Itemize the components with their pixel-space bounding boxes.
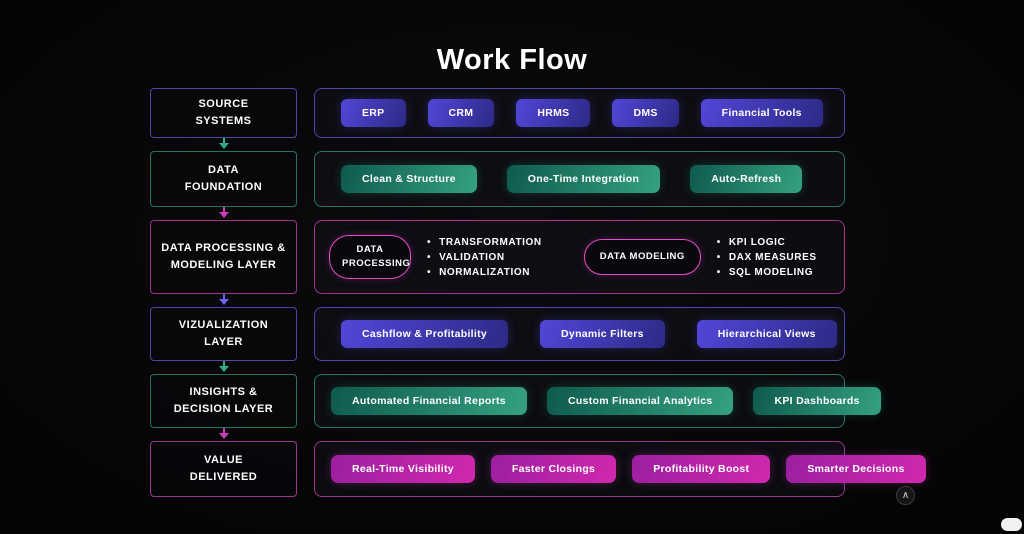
pill-hrms: HRMS — [516, 99, 591, 127]
stage-label-line: LAYER — [204, 336, 243, 348]
arrow-down-icon — [219, 293, 229, 306]
data-processing-bullets: TRANSFORMATION VALIDATION NORMALIZATION — [427, 237, 542, 278]
pill-one-time-integration: One-Time Integration — [506, 165, 661, 193]
stage-data-foundation: DATA FOUNDATION — [150, 151, 297, 207]
stage-label-line: VALUE — [204, 453, 243, 466]
group-data-modeling: DATA MODELING KPI LOGIC DAX MEASURES SQL… — [583, 237, 817, 278]
pill-real-time-visibility: Real-Time Visibility — [331, 455, 475, 483]
pill-automated-financial-reports: Automated Financial Reports — [331, 387, 527, 415]
row-insights-decision: INSIGHTS & DECISION LAYER Automated Fina… — [150, 374, 881, 428]
stage-source-systems: SOURCE SYSTEMS — [150, 88, 297, 138]
pill-erp: ERP — [341, 99, 406, 127]
arrow-down-icon — [219, 427, 229, 440]
pill-cashflow-profitability: Cashflow & Profitability — [341, 320, 509, 348]
data-modeling-bullets: KPI LOGIC DAX MEASURES SQL MODELING — [717, 237, 817, 278]
arrow-down-icon — [219, 206, 229, 219]
pill-hierarchical-views: Hierarchical Views — [696, 320, 837, 348]
pill-faster-closings: Faster Closings — [490, 455, 617, 483]
row-processing-modeling: DATA PROCESSING & MODELING LAYER DATA PR… — [150, 220, 845, 294]
source-systems-panel: ERP CRM HRMS DMS Financial Tools — [314, 88, 845, 138]
corner-widget[interactable] — [1001, 518, 1022, 531]
stage-vizualization-layer: VIZUALIZATION LAYER — [150, 307, 297, 361]
pill-custom-financial-analytics: Custom Financial Analytics — [546, 387, 734, 415]
bullet-item: TRANSFORMATION — [427, 237, 542, 248]
pill-dynamic-filters: Dynamic Filters — [540, 320, 665, 348]
chevron-up-icon: ∧ — [901, 489, 910, 501]
data-foundation-panel: Clean & Structure One-Time Integration A… — [314, 151, 845, 207]
stage-insights-decision: INSIGHTS & DECISION LAYER — [150, 374, 297, 428]
bullet-item: DAX MEASURES — [717, 252, 817, 263]
row-data-foundation: DATA FOUNDATION Clean & Structure One-Ti… — [150, 151, 845, 207]
row-value-delivered: VALUE DELIVERED Real-Time Visibility Fas… — [150, 441, 926, 497]
workflow-rows: SOURCE SYSTEMS ERP CRM HRMS DMS Financia… — [150, 88, 926, 497]
pill-financial-tools: Financial Tools — [700, 99, 823, 127]
data-processing-badge: DATA PROCESSING — [329, 234, 411, 280]
data-modeling-badge: DATA MODELING — [583, 238, 701, 276]
stage-label-line: SYSTEMS — [195, 115, 252, 127]
stage-value-delivered: VALUE DELIVERED — [150, 441, 297, 497]
pill-smarter-decisions: Smarter Decisions — [786, 455, 926, 483]
row-vizualization-layer: VIZUALIZATION LAYER Cashflow & Profitabi… — [150, 307, 845, 361]
page-title: Work Flow — [436, 44, 588, 76]
stage-label-line: DELIVERED — [189, 471, 258, 483]
stage-label-line: DECISION LAYER — [173, 403, 274, 415]
scroll-top-button[interactable]: ∧ — [896, 486, 915, 505]
row-source-systems: SOURCE SYSTEMS ERP CRM HRMS DMS Financia… — [150, 88, 845, 138]
pill-kpi-dashboards: KPI Dashboards — [753, 387, 881, 415]
bullet-item: KPI LOGIC — [717, 237, 817, 248]
stage-label-line: DATA — [208, 163, 239, 176]
vizualization-panel: Cashflow & Profitability Dynamic Filters… — [314, 307, 845, 361]
processing-modeling-panel: DATA PROCESSING TRANSFORMATION VALIDATIO… — [314, 220, 845, 294]
pill-clean-structure: Clean & Structure — [341, 165, 477, 193]
bullet-item: NORMALIZATION — [427, 267, 542, 278]
stage-processing-modeling: DATA PROCESSING & MODELING LAYER — [150, 220, 297, 294]
stage-label-line: SOURCE — [198, 97, 249, 110]
arrow-down-icon — [219, 360, 229, 373]
insights-decision-panel: Automated Financial Reports Custom Finan… — [314, 374, 881, 428]
stage-label-line: INSIGHTS & — [189, 385, 258, 398]
value-delivered-panel: Real-Time Visibility Faster Closings Pro… — [314, 441, 926, 497]
bullet-item: SQL MODELING — [717, 267, 817, 278]
group-data-processing: DATA PROCESSING TRANSFORMATION VALIDATIO… — [329, 234, 542, 280]
pill-profitability-boost: Profitability Boost — [632, 455, 771, 483]
stage-label-line: VIZUALIZATION — [178, 318, 269, 331]
pill-dms: DMS — [612, 99, 679, 127]
pill-crm: CRM — [427, 99, 495, 127]
bullet-item: VALIDATION — [427, 252, 542, 263]
arrow-down-icon — [219, 137, 229, 150]
stage-label-line: FOUNDATION — [184, 181, 263, 193]
pill-auto-refresh: Auto-Refresh — [690, 165, 803, 193]
stage-label-line: MODELING LAYER — [170, 259, 277, 271]
stage-label-line: DATA PROCESSING & — [161, 241, 286, 254]
